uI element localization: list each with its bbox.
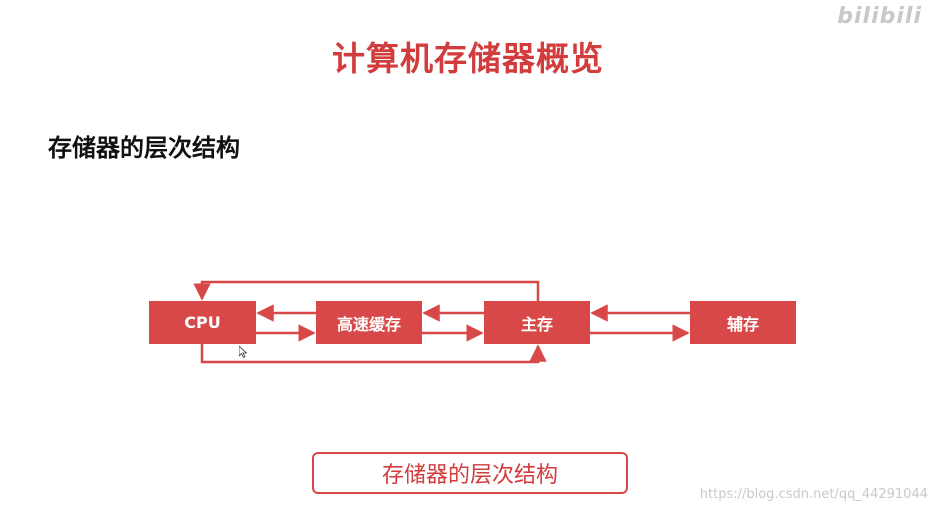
- page-title: 计算机存储器概览: [332, 39, 604, 78]
- section-heading: 存储器的层次结构: [48, 134, 240, 162]
- arrow-cpu-to-main-bottom: [200, 344, 547, 364]
- node-auxiliary-storage: 辅存: [690, 301, 796, 344]
- arrow-main-to-cpu-top: [193, 280, 540, 301]
- mouse-cursor-icon: [239, 346, 247, 358]
- bilibili-logo: bilibili: [837, 4, 922, 29]
- node-main-memory: 主存: [484, 301, 590, 344]
- source-watermark: https://blog.csdn.net/qq_44291044: [699, 487, 928, 502]
- node-cpu: CPU: [149, 301, 256, 344]
- caption-box: 存储器的层次结构: [312, 452, 628, 494]
- node-cache: 高速缓存: [316, 301, 422, 344]
